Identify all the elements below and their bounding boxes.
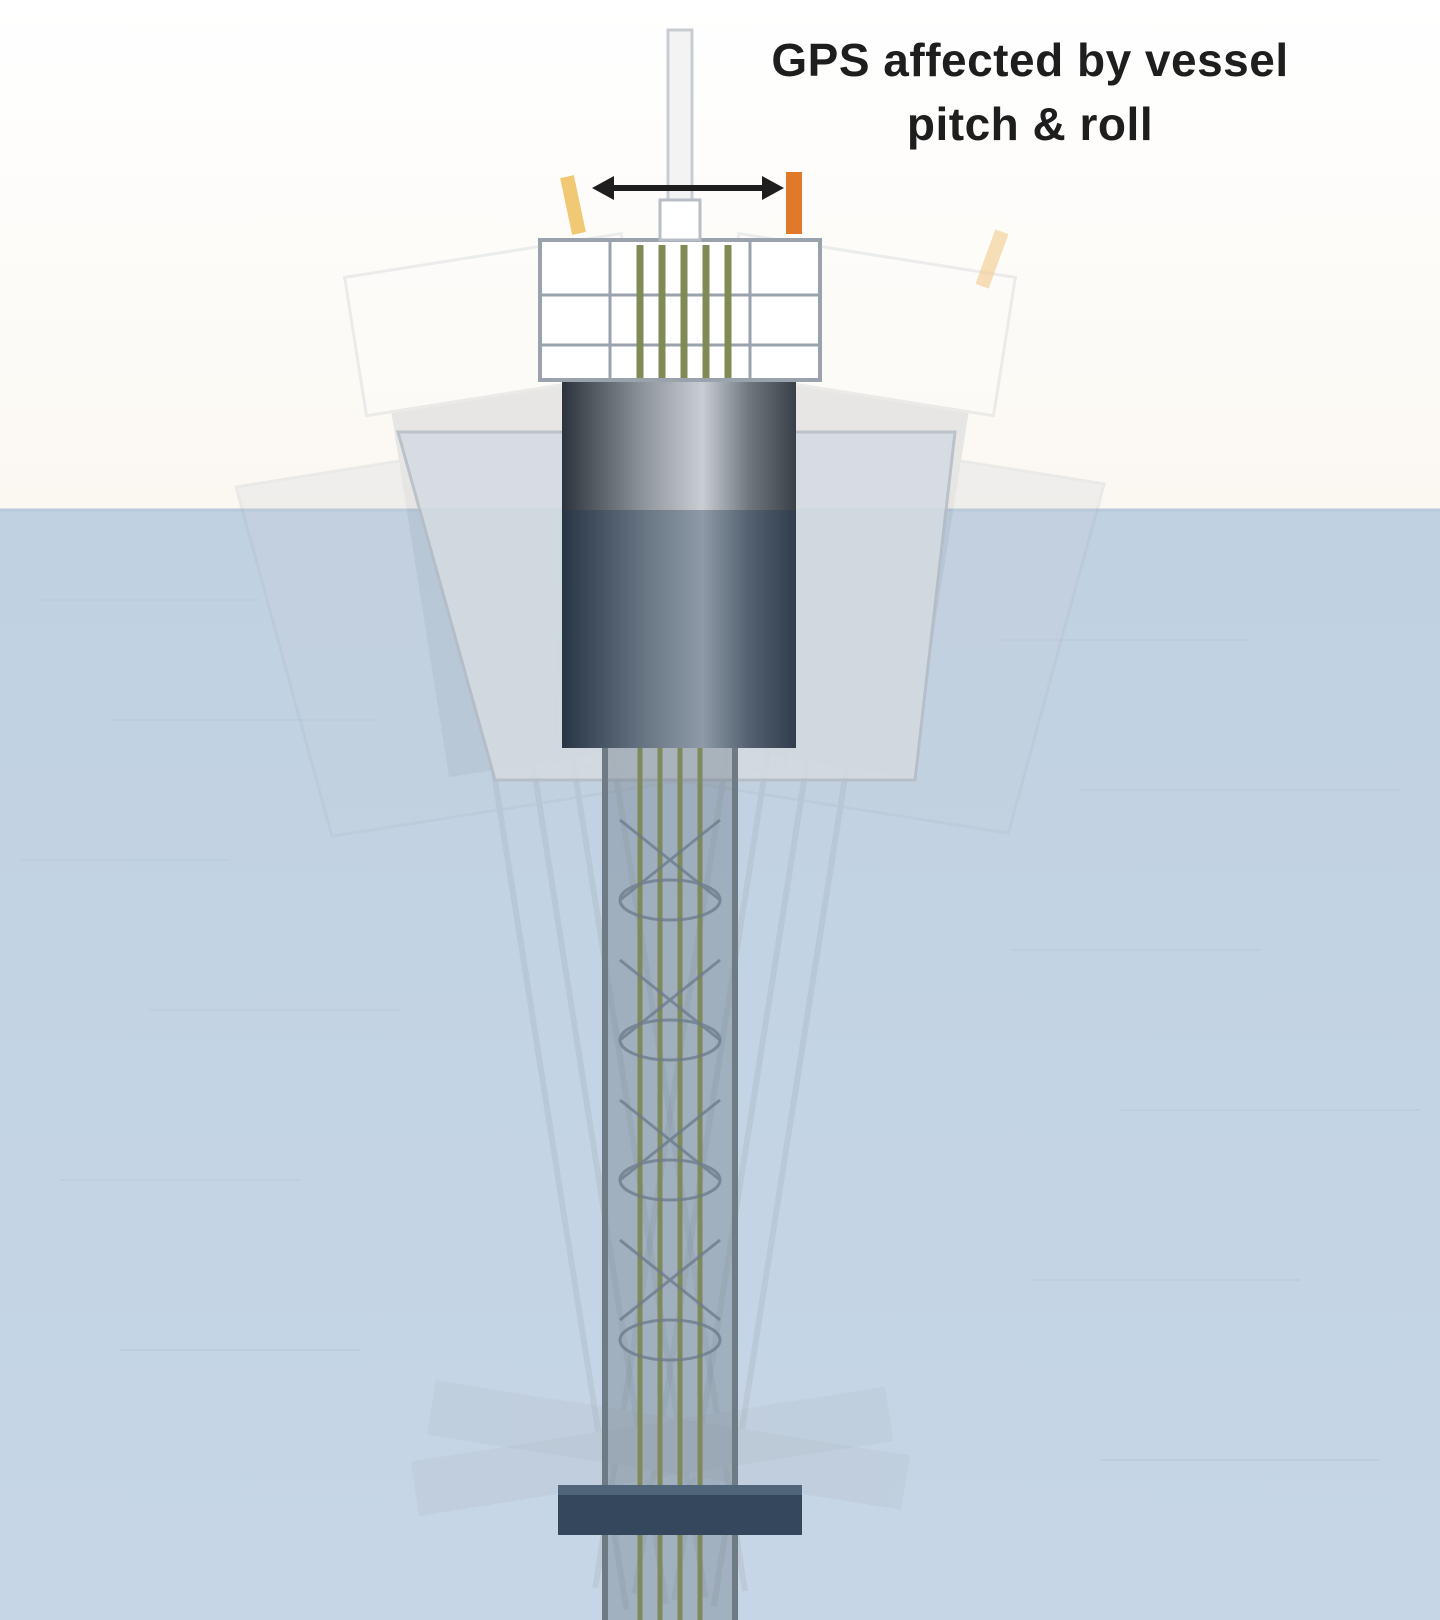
wave-texture [20,599,1420,1461]
column-underwater-tint [562,510,796,748]
deck-frame [538,238,822,382]
center-column [562,378,796,748]
riser-collar-highlight [558,1485,802,1495]
gps-annotation: GPS affected by vessel pitch & roll [700,28,1360,156]
ghost-gps-antenna-icon [975,229,1009,289]
annotation-line-2: pitch & roll [906,98,1154,150]
riser-string [602,748,738,1620]
derrick-mast [658,28,702,242]
motion-double-arrow-icon [592,176,784,200]
annotation-line-1: GPS affected by vessel [771,34,1289,86]
gps-antenna-right-icon [786,172,802,234]
gps-antenna-left-icon [560,175,586,235]
